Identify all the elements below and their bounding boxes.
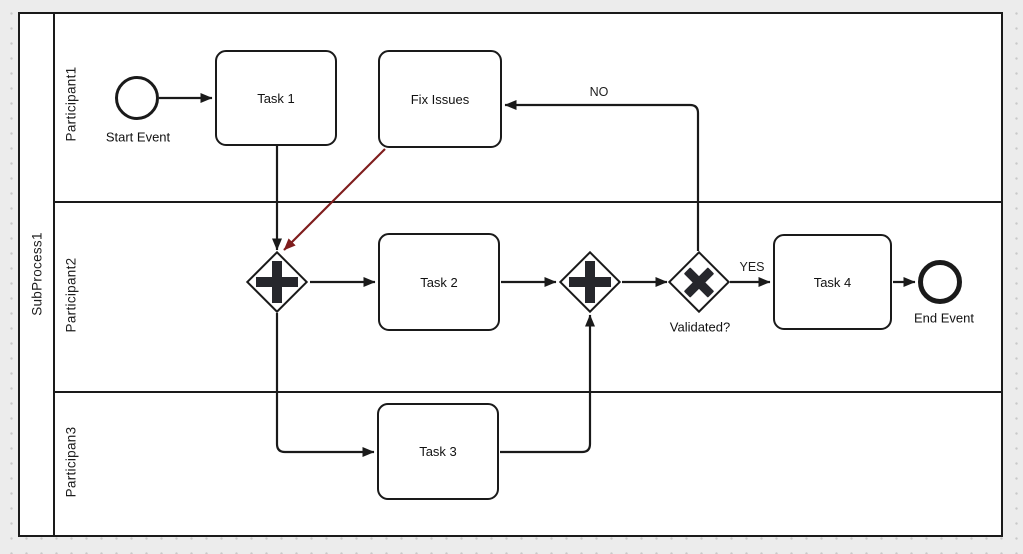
start-event-label: Start Event bbox=[105, 129, 171, 145]
task1-label: Task 1 bbox=[257, 90, 295, 106]
flow-parallel-split-to-task3[interactable] bbox=[275, 313, 375, 457]
end-event-label: End Event bbox=[914, 310, 974, 326]
task1-node[interactable]: Task 1 bbox=[215, 50, 337, 146]
fix-issues-node[interactable]: Fix Issues bbox=[378, 50, 502, 148]
fix-issues-label: Fix Issues bbox=[410, 91, 470, 107]
lane-divider-2 bbox=[55, 391, 1003, 393]
plus-bar-vertical bbox=[585, 261, 595, 303]
task4-node[interactable]: Task 4 bbox=[773, 234, 892, 330]
task2-node[interactable]: Task 2 bbox=[378, 233, 500, 331]
pool-label-divider bbox=[53, 12, 55, 537]
plus-bar-vertical bbox=[272, 261, 282, 303]
end-event[interactable] bbox=[918, 260, 962, 304]
exclusive-gateway-icon bbox=[677, 260, 721, 304]
edge-label-no: NO bbox=[589, 85, 609, 99]
lane-divider-1 bbox=[55, 201, 1003, 203]
task2-label: Task 2 bbox=[420, 274, 458, 290]
flow-exclusive-no-to-fix-issues[interactable] bbox=[504, 100, 700, 251]
exclusive-gateway-label: Validated? bbox=[669, 319, 731, 335]
start-event[interactable] bbox=[115, 76, 159, 120]
edge-label-yes: YES bbox=[739, 260, 765, 274]
task3-label: Task 3 bbox=[419, 444, 457, 459]
task3-node[interactable]: Task 3 bbox=[377, 403, 499, 500]
flow-fix-issues-to-parallel-split[interactable] bbox=[283, 148, 386, 251]
parallel-gateway-icon bbox=[255, 260, 299, 304]
flow-task3-to-parallel-join[interactable] bbox=[500, 314, 595, 454]
parallel-gateway-icon bbox=[568, 260, 612, 304]
task4-label: Task 4 bbox=[813, 274, 852, 290]
